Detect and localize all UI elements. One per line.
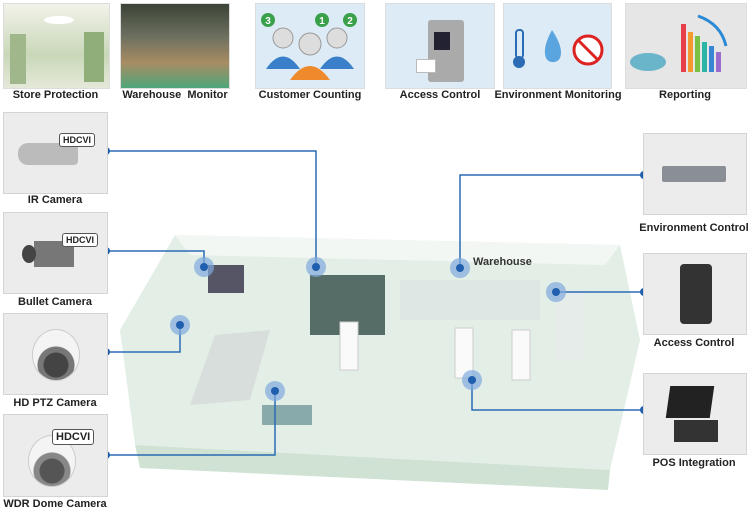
ir-camera-icon bbox=[18, 143, 78, 165]
reporting-label: Reporting bbox=[659, 89, 711, 101]
ptz-camera-icon bbox=[32, 329, 80, 381]
bar-chart-icon bbox=[630, 14, 728, 72]
environment-control-card bbox=[643, 133, 747, 215]
store-protection-image bbox=[3, 3, 110, 89]
people-icon: 3 1 2 bbox=[261, 13, 357, 80]
pos-terminal-icon bbox=[665, 386, 715, 418]
customer-counting-image: 3 1 2 bbox=[255, 3, 365, 89]
wdr-dome-camera-label: WDR Dome Camera bbox=[3, 498, 107, 510]
thermometer-drop-nofire-icon bbox=[513, 29, 604, 68]
reporting-image bbox=[625, 3, 747, 89]
bullet-camera-label: Bullet Camera bbox=[18, 296, 92, 308]
ptz-camera-label: HD PTZ Camera bbox=[13, 397, 97, 409]
marker-wdr-camera bbox=[265, 381, 285, 401]
camera-location-markers bbox=[170, 257, 566, 401]
badge-1: 1 bbox=[319, 16, 325, 27]
hdcvi-badge: HDCVI bbox=[59, 133, 96, 147]
marker-access bbox=[546, 282, 566, 302]
warehouse-image bbox=[120, 3, 230, 89]
environment-control-label: Environment Control bbox=[639, 222, 749, 234]
hdcvi-badge: HDCVI bbox=[62, 233, 99, 247]
warehouse-monitor-label: Warehouse Monitor bbox=[122, 89, 228, 101]
pos-integration-label: POS Integration bbox=[652, 457, 736, 469]
access-control-device-label: Access Control bbox=[653, 337, 735, 349]
customer-counting-label: Customer Counting bbox=[258, 89, 362, 101]
pos-integration-card bbox=[643, 373, 747, 455]
environment-monitoring-image bbox=[503, 3, 612, 89]
network-switch-icon bbox=[662, 166, 726, 182]
store-protection-label: Store Protection bbox=[12, 89, 99, 101]
marker-ptz-camera bbox=[170, 315, 190, 335]
badge-2: 2 bbox=[347, 16, 353, 27]
marker-environment bbox=[450, 258, 470, 278]
badge-3: 3 bbox=[265, 16, 271, 27]
bullet-camera-card: HDCVI bbox=[3, 212, 108, 294]
ir-camera-card: HDCVI bbox=[3, 112, 108, 194]
access-control-image bbox=[385, 3, 495, 89]
store-floorplan bbox=[120, 235, 640, 490]
access-control-card bbox=[643, 253, 747, 335]
wdr-dome-camera-card: HDCVI bbox=[3, 414, 108, 497]
hdcvi-badge: HDCVI bbox=[52, 429, 95, 445]
keypad-icon bbox=[680, 264, 712, 324]
ptz-camera-card bbox=[3, 313, 108, 395]
marker-pos bbox=[462, 370, 482, 390]
marker-ir-camera bbox=[306, 257, 326, 277]
warehouse-label: Warehouse bbox=[473, 256, 532, 268]
marker-bullet-camera bbox=[194, 257, 214, 277]
access-control-label: Access Control bbox=[399, 89, 481, 101]
ir-camera-label: IR Camera bbox=[27, 194, 83, 206]
environment-monitoring-label: Environment Monitoring bbox=[494, 89, 622, 101]
